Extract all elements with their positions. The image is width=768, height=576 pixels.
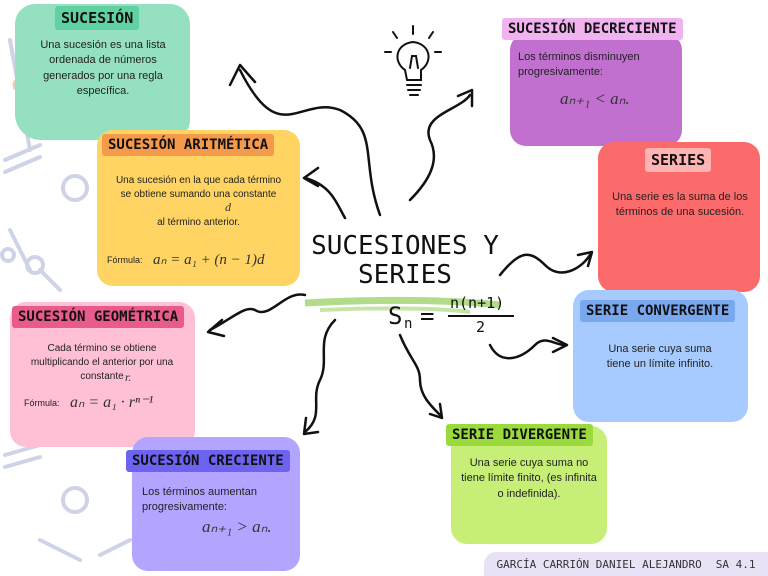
decreciente-label: SUCESIÓN DECRECIENTE <box>502 18 683 40</box>
arrow-to-decreciente <box>408 93 472 202</box>
arrow-to-series <box>498 253 592 277</box>
sucesion-label: SUCESIÓN <box>55 6 140 30</box>
author-footer: GARCÍA CARRIÓN DANIEL ALEJANDRO SA 4.1 <box>484 552 768 576</box>
aritmetica-formula: aₙ = a₁ + (n − 1)d <box>153 252 265 268</box>
creciente-text: Los términos aumentan progresivamente: <box>142 486 257 514</box>
creciente-formula: aₙ₊₁ > aₙ. <box>202 517 272 536</box>
formula-bar <box>448 315 514 317</box>
arrow-to-divergente <box>398 333 442 417</box>
convergente-label: SERIE CONVERGENTE <box>580 300 736 322</box>
decreciente-text: Los términos disminuyen progresivamente: <box>518 51 640 79</box>
aritmetica-text-a: Una sucesión en la que cada término se o… <box>115 175 282 200</box>
author-name: GARCÍA CARRIÓN DANIEL ALEJANDRO <box>496 557 702 571</box>
decreciente-formula: aₙ₊₁ < aₙ. <box>560 89 630 108</box>
central-formula: S n = n(n+1) 2 <box>388 294 528 340</box>
aritmetica-card: Una sucesión en la que cada término se o… <box>97 130 300 286</box>
sucesion-text: Una sucesión es una lista ordenada de nú… <box>40 39 166 98</box>
main-title-line2: SERIES <box>358 259 452 290</box>
arrow-to-sucesion <box>238 68 382 217</box>
convergente-text: Una serie cuya suma tiene un límite infi… <box>606 343 714 371</box>
divergente-label: SERIE DIVERGENTE <box>446 424 593 446</box>
arrow-to-creciente <box>303 318 337 434</box>
aritmetica-label: SUCESIÓN ARITMÉTICA <box>102 134 275 156</box>
aritmetica-formula-label: Fórmula: <box>107 255 143 265</box>
title-highlight <box>304 296 501 309</box>
aritmetica-text-b: al término anterior. <box>157 217 240 228</box>
arrow-to-aritmetica <box>303 176 347 220</box>
formula-num: n(n+1) <box>450 294 505 312</box>
divergente-text: Una serie cuya suma no tiene límite fini… <box>461 457 597 500</box>
arrow-to-geometrica <box>208 293 307 332</box>
main-title-line1: SUCESIONES Y <box>311 231 499 261</box>
formula-den: 2 <box>476 318 486 336</box>
geometrica-const: r. <box>125 370 132 384</box>
main-title: SUCESIONES Y SERIES <box>305 232 505 289</box>
title-highlight-2 <box>319 306 471 314</box>
decreciente-card: Los términos disminuyen progresivamente:… <box>510 34 682 146</box>
geometrica-formula: aₙ = a₁ · rⁿ⁻¹ <box>70 394 154 411</box>
formula-sub: n <box>404 316 413 332</box>
lightbulb-icon <box>384 25 442 96</box>
geometrica-label: SUCESIÓN GEOMÉTRICA <box>12 306 185 328</box>
aritmetica-const: d <box>225 200 231 214</box>
creciente-label: SUCESIÓN CRECIENTE <box>126 450 290 472</box>
arrow-to-convergente <box>488 339 567 360</box>
geometrica-formula-label: Fórmula: <box>24 398 60 408</box>
series-label: SERIES <box>645 148 712 172</box>
group-code: SA 4.1 <box>715 557 756 571</box>
formula-lhs: S <box>388 302 403 330</box>
geometrica-text-a: Cada término se obtiene multiplicando el… <box>30 343 174 382</box>
formula-eq: = <box>420 302 435 330</box>
series-text: Una serie es la suma de los términos de … <box>612 191 748 219</box>
